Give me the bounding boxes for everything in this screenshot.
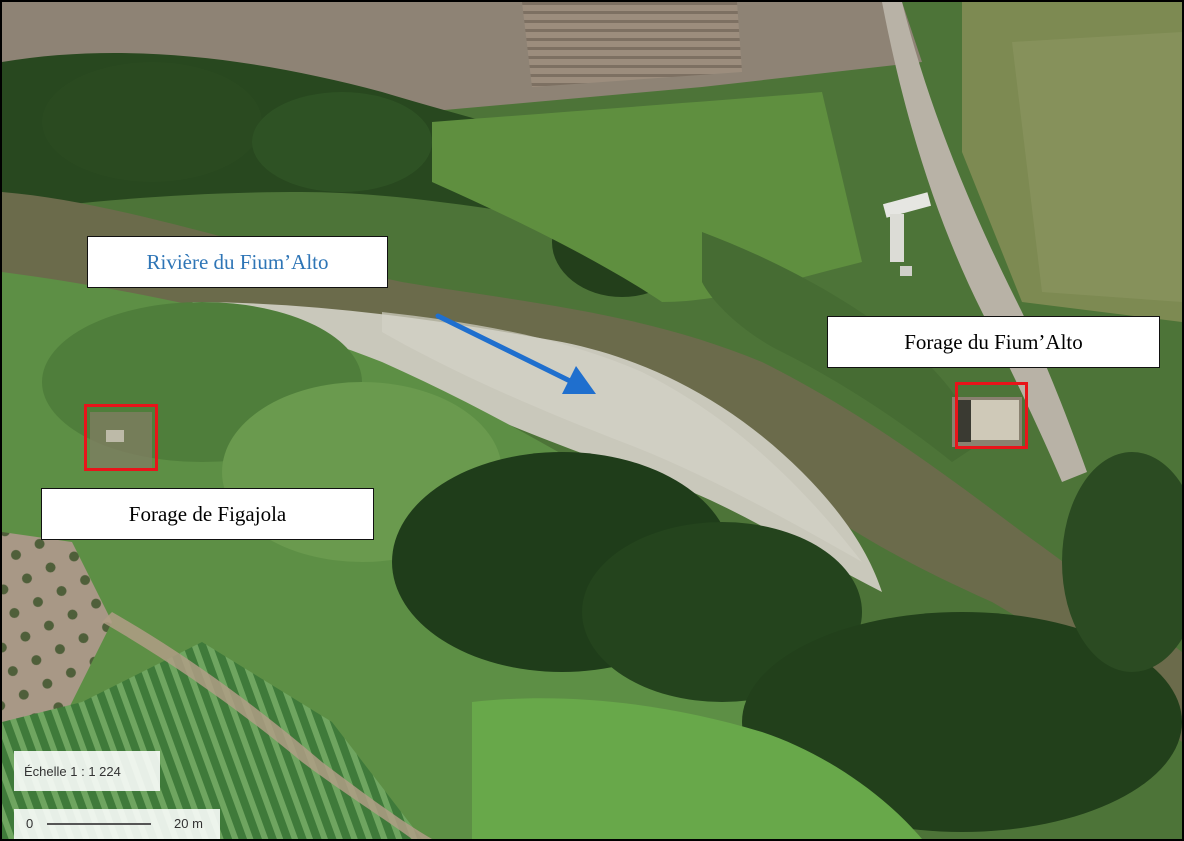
scale-bar-line <box>47 823 151 825</box>
label-riviere-fium-alto: Rivière du Fium’Alto <box>87 236 388 288</box>
lawn <box>472 698 922 839</box>
label-forage-figajola: Forage de Figajola <box>41 488 374 540</box>
label-forage-fium-alto: Forage du Fium’Alto <box>827 316 1160 368</box>
marker-forage-figajola[interactable] <box>84 404 158 471</box>
furrowed-strip <box>522 2 742 87</box>
marker-forage-fium-alto[interactable] <box>955 382 1028 449</box>
scale-bar: 0 20 m <box>14 809 220 839</box>
scale-ratio: Échelle 1 : 1 224 <box>14 751 160 791</box>
scale-ratio-text: Échelle 1 : 1 224 <box>24 763 121 779</box>
scale-bar-end: 20 m <box>174 816 203 831</box>
scale-bar-start: 0 <box>26 816 34 831</box>
orchard <box>2 532 112 732</box>
